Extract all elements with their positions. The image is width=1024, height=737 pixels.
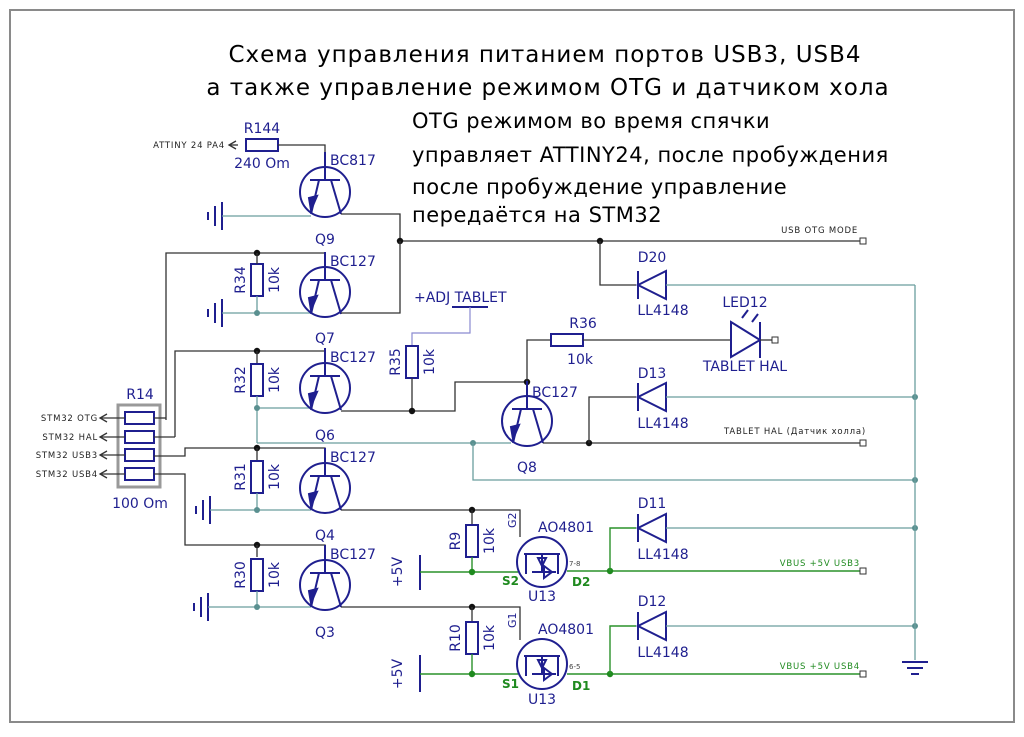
u13b-drain: D1 xyxy=(572,679,590,693)
led12-ref: LED12 xyxy=(722,295,767,311)
q7-ref: Q7 xyxy=(315,331,335,347)
d11-ref: D11 xyxy=(638,496,667,512)
led-terminal xyxy=(771,336,779,344)
r36-value: 10k xyxy=(567,352,594,368)
u13a-ref: U13 xyxy=(528,589,556,605)
note-line-1: OTG режимом во время спячки xyxy=(412,109,770,133)
net-stm32-usb4: STM32 USB4 xyxy=(36,470,98,480)
led12-led: LED12 TABLET HAL xyxy=(702,295,787,375)
usb-otg-mode-terminal xyxy=(859,237,867,245)
net-usb-otg-mode: USB OTG MODE xyxy=(781,226,858,236)
q4-transistor: BC127 Q4 xyxy=(299,447,376,544)
d12-value: LL4148 xyxy=(637,645,688,661)
q9-value: BC817 xyxy=(330,153,376,169)
r144-ref: R144 xyxy=(244,121,281,137)
d13-ref: D13 xyxy=(638,366,667,382)
r10-value: 10k xyxy=(482,624,498,651)
note-line-4: передаётся на STM32 xyxy=(412,203,662,227)
q4-ref: Q4 xyxy=(315,528,335,544)
ground-symbol-main xyxy=(902,661,928,675)
q8-transistor: BC127 Q8 xyxy=(501,380,578,476)
d13-value: LL4148 xyxy=(637,416,688,432)
q9-transistor: BC817 Q9 xyxy=(299,151,376,248)
u13a-value: AO4801 xyxy=(538,520,594,536)
u13a-drain-pins: 7-8 xyxy=(569,560,580,568)
q6-transistor: BC127 Q6 xyxy=(299,347,376,444)
q6-ref: Q6 xyxy=(315,428,335,444)
note-line-3: после пробуждение управление xyxy=(412,175,787,199)
r9-ref: R9 xyxy=(448,532,464,551)
net-stm32-hal: STM32 HAL xyxy=(42,433,98,443)
r9-value: 10k xyxy=(482,527,498,554)
r35-ref: R35 xyxy=(388,348,404,376)
r34-ref: R34 xyxy=(233,266,249,294)
d12-diode: D12 LL4148 xyxy=(637,594,689,661)
net-vbus-usb3: VBUS +5V USB3 xyxy=(780,559,860,569)
q9-ref: Q9 xyxy=(315,232,335,248)
q3-ref: Q3 xyxy=(315,625,335,641)
q3-transistor: BC127 Q3 xyxy=(299,544,376,641)
r10-ref: R10 xyxy=(448,624,464,652)
drawing-frame xyxy=(9,9,1015,723)
q3-value: BC127 xyxy=(330,547,376,563)
title-line-1: Схема управления питанием портов USB3, U… xyxy=(228,42,861,68)
u13b-source: S1 xyxy=(502,677,519,691)
attiny-port-arrow xyxy=(227,140,237,150)
q7-value: BC127 xyxy=(330,254,376,270)
r30-ref: R30 xyxy=(233,561,249,589)
d20-ref: D20 xyxy=(638,250,667,266)
net-stm32-otg: STM32 OTG xyxy=(41,414,98,424)
net-plus5v-a: +5V xyxy=(390,556,406,587)
r30-value: 10k xyxy=(267,561,283,588)
r31-value: 10k xyxy=(267,463,283,490)
u13b-drain-pins: 6-5 xyxy=(569,663,580,671)
u13a-gate: G2 xyxy=(506,512,519,528)
net-vbus-usb4: VBUS +5V USB4 xyxy=(780,662,860,672)
r14-ref: R14 xyxy=(126,387,154,403)
r34-value: 10k xyxy=(267,266,283,293)
vbus-usb3-terminal xyxy=(859,567,867,575)
r31-ref: R31 xyxy=(233,463,249,491)
q6-value: BC127 xyxy=(330,350,376,366)
net-tablet-hal: TABLET HAL (Датчик холла) xyxy=(723,427,866,437)
r36-ref: R36 xyxy=(569,316,597,332)
d20-value: LL4148 xyxy=(637,303,688,319)
u13b-ref: U13 xyxy=(528,692,556,708)
note-line-2: управляет ATTINY24, после пробуждения xyxy=(412,143,889,167)
r32-value: 10k xyxy=(267,366,283,393)
d11-value: LL4148 xyxy=(637,547,688,563)
u13a-mosfet: AO4801 G2 S2 D2 7-8 U13 xyxy=(502,512,594,605)
d20-diode: D20 LL4148 xyxy=(637,250,689,319)
title-line-2: а также управление режимом OTG и датчико… xyxy=(206,75,889,101)
d11-diode: D11 LL4148 xyxy=(637,496,689,563)
u13b-mosfet: AO4801 G1 S1 D1 6-5 U13 xyxy=(502,612,594,708)
d13-diode: D13 LL4148 xyxy=(637,366,689,432)
q4-value: BC127 xyxy=(330,450,376,466)
r144-resistor: R144 240 Om xyxy=(230,121,326,172)
r32-ref: R32 xyxy=(233,366,249,394)
r36-resistor: R36 10k xyxy=(550,316,597,368)
q8-value: BC127 xyxy=(532,385,578,401)
net-stm32-usb3: STM32 USB3 xyxy=(36,451,98,461)
u13a-drain: D2 xyxy=(572,575,590,589)
r35-value: 10k xyxy=(422,348,438,375)
net-attiny-label: ATTINY 24 PA4 xyxy=(153,141,225,151)
r144-value: 240 Om xyxy=(234,156,290,172)
u13b-gate: G1 xyxy=(506,612,519,628)
q8-ref: Q8 xyxy=(517,460,537,476)
led12-value: TABLET HAL xyxy=(702,359,787,375)
u13b-value: AO4801 xyxy=(538,622,594,638)
d12-ref: D12 xyxy=(638,594,667,610)
r14-value: 100 Om xyxy=(112,496,168,512)
net-plus5v-b: +5V xyxy=(390,658,406,689)
vbus-usb4-terminal xyxy=(859,670,867,678)
net-adj-tablet: +ADJ TABLET xyxy=(414,290,507,306)
tablet-hal-terminal xyxy=(859,439,867,447)
q7-transistor: BC127 Q7 xyxy=(299,251,376,347)
u13a-source: S2 xyxy=(502,574,519,588)
